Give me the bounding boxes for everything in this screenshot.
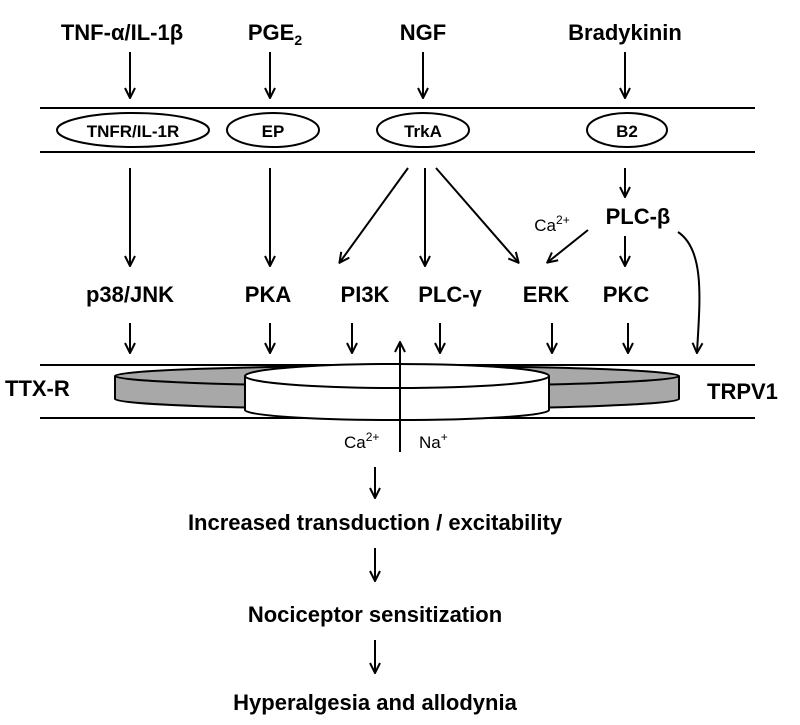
ion-ca-text: Ca <box>344 433 366 452</box>
channel-ttx-r-label: TTX-R <box>5 376 70 401</box>
ion-na-text: Na <box>419 433 441 452</box>
receptor-trka-label: TrkA <box>404 122 442 141</box>
ligand-tnf-il1b: TNF-α/IL-1β <box>61 20 183 45</box>
kinase-pi3k: PI3K <box>341 282 390 307</box>
kinase-plc-gamma: PLC-γ <box>418 282 482 307</box>
pge-label: PGE <box>248 20 294 45</box>
kinase-pka: PKA <box>245 282 292 307</box>
receptor-b2-label: B2 <box>616 122 638 141</box>
receptor-ep-ellipse <box>226 112 320 148</box>
arrow-plc-beta-to-trpv1 <box>677 231 699 352</box>
arrow-plc-beta-to-erk <box>548 229 589 262</box>
kinase-p38-jnk: p38/JNK <box>86 282 174 307</box>
ca-superscript: 2+ <box>556 213 570 227</box>
ligand-ngf: NGF <box>400 20 446 45</box>
kinase-pkc: PKC <box>603 282 650 307</box>
receptor-tnfr-label: TNFR/IL-1R <box>87 122 180 141</box>
receptor-tnfr-ellipse <box>56 112 210 148</box>
channel-trpv1-label: TRPV1 <box>707 379 778 404</box>
ligand-bradykinin: Bradykinin <box>568 20 682 45</box>
receptor-ep-label: EP <box>262 122 285 141</box>
ion-ca-label: Ca2+ <box>344 430 379 452</box>
outcome-hyperalgesia-allodynia: Hyperalgesia and allodynia <box>233 690 517 715</box>
pge-subscript: 2 <box>294 32 302 48</box>
receptor-b2-ellipse <box>586 112 668 148</box>
ca-label: Ca <box>534 216 556 235</box>
ion-na-label: Na+ <box>419 430 448 452</box>
kinase-erk: ERK <box>523 282 570 307</box>
ion-na-superscript: + <box>441 430 448 444</box>
arrow-trka-to-erk <box>435 167 518 262</box>
ca-ion-label-upper: Ca2+ <box>534 213 569 235</box>
arrow-trka-to-pi3k <box>340 167 409 262</box>
ion-ca-superscript: 2+ <box>366 430 380 444</box>
kinase-plc-beta: PLC-β <box>606 204 671 229</box>
outcome-nociceptor-sensitization: Nociceptor sensitization <box>248 602 502 627</box>
trpv1-channel-top <box>244 363 550 389</box>
ligand-pge2: PGE2 <box>248 20 302 48</box>
receptor-trka-ellipse <box>376 112 470 148</box>
outcome-increased-transduction: Increased transduction / excitability <box>188 510 563 535</box>
